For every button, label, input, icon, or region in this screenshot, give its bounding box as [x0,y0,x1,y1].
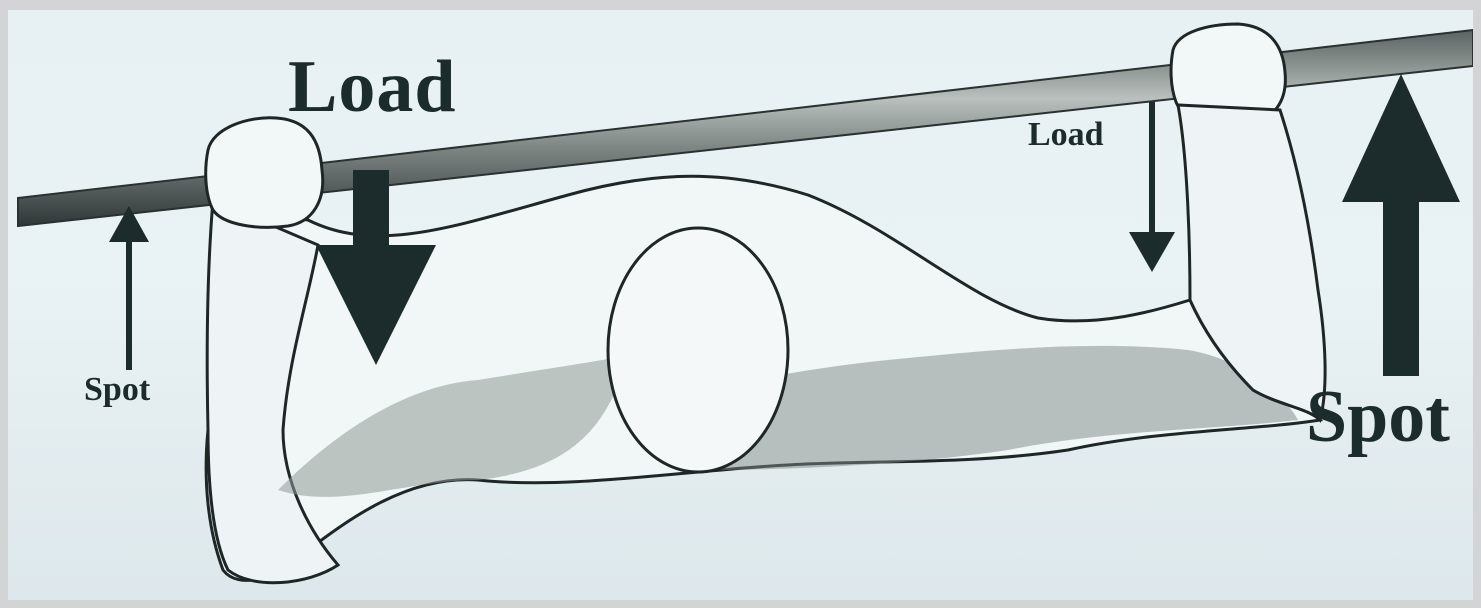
illustration-frame: Load Load Spot Spot [8,10,1473,600]
left-fist [206,118,323,228]
up-arrow-icon [1342,74,1460,376]
spot-label-small: Spot [84,373,150,407]
biceps [608,228,788,472]
load-label-large: Load [288,50,457,124]
down-arrow-icon [1129,102,1175,272]
spot-label-large: Spot [1306,380,1450,454]
up-arrow-icon [109,206,149,370]
load-label-small: Load [1028,118,1104,152]
arm-bar-drawing [8,10,1473,600]
